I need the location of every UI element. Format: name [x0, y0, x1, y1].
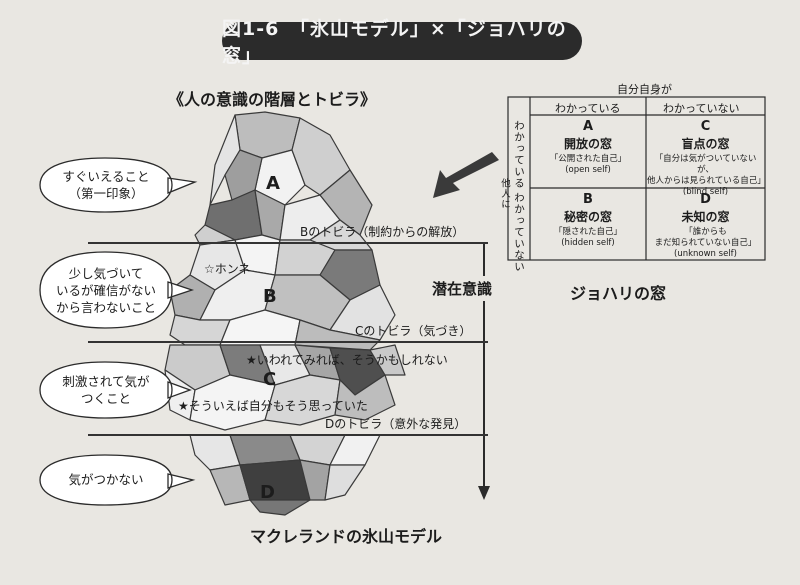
- bubble-2-text: 少し気づいて いるが確信がない から言わないこと: [44, 265, 168, 316]
- cell-a-desc1: 「公開された自己」: [549, 154, 627, 164]
- cell-d-letter: D: [700, 192, 711, 207]
- bubble-3-text: 刺激されて気が つくこと: [44, 373, 168, 407]
- cell-b-letter: B: [583, 192, 593, 207]
- bubble-shape-1: [39, 157, 198, 213]
- cell-a-letter: A: [582, 119, 594, 134]
- subconscious-label: 潜在意識: [431, 276, 494, 301]
- johari-top-header: 自分自身が: [617, 83, 672, 96]
- johari-row-not-knows: わかっていない: [513, 192, 525, 273]
- level-c: C: [263, 369, 277, 390]
- johari-row-header: 他人に: [499, 178, 510, 210]
- bubble-4-line1: 気がつかない: [68, 472, 144, 487]
- bubble-1-line2: （第一印象）: [68, 186, 144, 201]
- bubble-3-line1: 刺激されて気が: [62, 374, 150, 389]
- door-c-line: [88, 341, 488, 343]
- cell-c-letter: C: [700, 119, 711, 134]
- annotation-souieba: ★そういえば自分もそう思っていた: [178, 399, 368, 413]
- iceberg-title: 《人の意識の階層とトビラ》: [168, 90, 377, 109]
- cell-a-sub: (open self): [565, 165, 611, 175]
- johari-row-knows: わかっている: [513, 120, 525, 189]
- cell-b-name: 秘密の窓: [563, 210, 612, 224]
- bubble-shape-2: [39, 251, 195, 329]
- johari-cell-a: A 開放の窓 「公開された自己」 (open self): [531, 119, 645, 176]
- bubble-1-line1: すぐいえること: [62, 169, 150, 184]
- cell-c-name: 盲点の窓: [681, 137, 730, 151]
- cell-c-desc2: 他人からは見られている自己」: [647, 176, 766, 186]
- bubble-3-line2: つくこと: [80, 391, 131, 406]
- door-d-line: [88, 434, 488, 436]
- bubble-2-line1: 少し気づいて: [68, 266, 144, 281]
- johari-cell-c: C 盲点の窓 「自分は気がついていないが、 他人からは見られている自己」 (bl…: [647, 119, 766, 198]
- cell-a-name: 開放の窓: [563, 137, 612, 151]
- annotation-honne: ☆ホンネ: [204, 262, 251, 276]
- bubble-2-line3: から言わないこと: [55, 300, 156, 315]
- bubble-shape-4: [39, 454, 196, 506]
- cell-d-sub: (unknown self): [674, 249, 737, 259]
- bubble-4-text: 気がつかない: [44, 471, 168, 488]
- door-b-label: Bのトビラ（制約からの解放）: [300, 225, 465, 239]
- johari-cell-b: B 秘密の窓 「隠された自己」 (hidden self): [531, 192, 645, 249]
- johari-caption: ジョハリの窓: [570, 284, 667, 303]
- door-c-label: Cのトビラ（気づき）: [355, 324, 472, 338]
- cell-d-desc1: 「誰からも: [684, 227, 727, 237]
- level-d: D: [260, 482, 275, 503]
- level-a: A: [266, 173, 280, 194]
- subconscious-arrow-head: [478, 486, 490, 500]
- iceberg-caption: マクレランドの氷山モデル: [250, 527, 443, 546]
- door-b-line: [88, 242, 488, 244]
- level-b: B: [263, 286, 277, 307]
- pointer-arrow: [433, 152, 499, 198]
- bubble-shape-3: [39, 361, 192, 419]
- annotation-iwarete: ★いわれてみれば、そうかもしれない: [246, 353, 448, 367]
- cell-d-desc2: まだ知られていない自己」: [654, 238, 757, 248]
- johari-cell-d: D 未知の窓 「誰からも まだ知られていない自己」 (unknown self): [647, 192, 764, 260]
- johari-col-not-knows: わかっていない: [663, 102, 740, 115]
- cell-c-desc1: 「自分は気がついていないが、: [654, 154, 757, 175]
- bubble-2-line2: いるが確信がない: [55, 283, 156, 298]
- cell-b-sub: (hidden self): [561, 238, 615, 248]
- johari-col-knows: わかっている: [555, 102, 621, 115]
- bubble-1-text: すぐいえること （第一印象）: [44, 168, 168, 202]
- cell-c-sub: (blind self): [682, 187, 729, 197]
- cell-b-desc1: 「隠された自己」: [553, 227, 622, 237]
- cell-d-name: 未知の窓: [681, 210, 730, 224]
- door-d-label: Dのトビラ（意外な発見）: [325, 417, 467, 431]
- figure-title: 図1-6 「氷山モデル」×「ジョハリの窓」: [222, 18, 582, 67]
